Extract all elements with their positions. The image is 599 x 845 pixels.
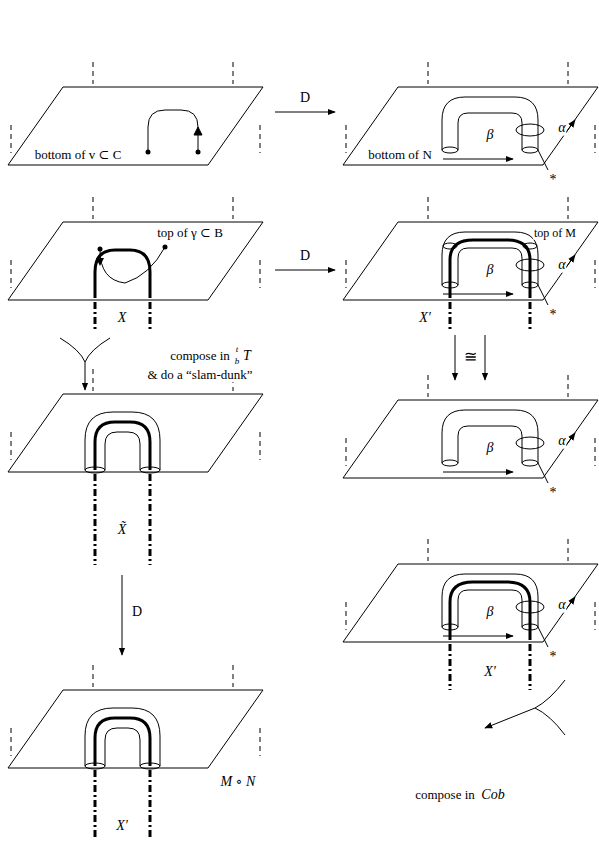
figure-label: β	[486, 605, 495, 620]
figure-label: β	[486, 441, 495, 456]
figure-label: b	[234, 357, 241, 366]
figure-label: top of M	[533, 227, 577, 240]
figure-label: D	[299, 249, 311, 264]
figure-label: T	[242, 349, 252, 364]
figure-label: Cob	[480, 788, 505, 803]
figure-label: X	[117, 311, 128, 326]
figure-label: *	[549, 486, 558, 501]
figure-label: D	[131, 605, 143, 620]
figure-label: α	[557, 121, 566, 136]
figure-label: X′	[418, 311, 432, 326]
figure-label: α	[557, 434, 566, 449]
figure-label: *	[549, 308, 558, 323]
figure-label: β	[486, 263, 495, 278]
figure-label: α	[557, 598, 566, 613]
figure-label: β	[486, 128, 495, 143]
figure-label: bottom of v ⊂ C	[34, 148, 123, 162]
figure-label: X′	[483, 665, 497, 680]
figure-label: *	[549, 173, 558, 188]
figure-label: D	[299, 91, 311, 106]
figure-label: X̃	[117, 523, 128, 538]
figure-label: bottom of N	[367, 148, 433, 162]
figure-label: *	[549, 650, 558, 665]
figure-label: compose in	[169, 349, 231, 363]
figure-label: compose in	[414, 788, 476, 802]
figure-label: t	[235, 345, 240, 354]
figure-label: & do a “slam-dunk”	[146, 368, 253, 382]
figure-label: M ∘ N	[220, 775, 257, 790]
figure-label: X′	[115, 819, 129, 834]
figure-label: ≅	[463, 349, 478, 366]
figure-label: top of γ ⊂ B	[156, 226, 224, 240]
figure-label: α	[557, 258, 566, 273]
